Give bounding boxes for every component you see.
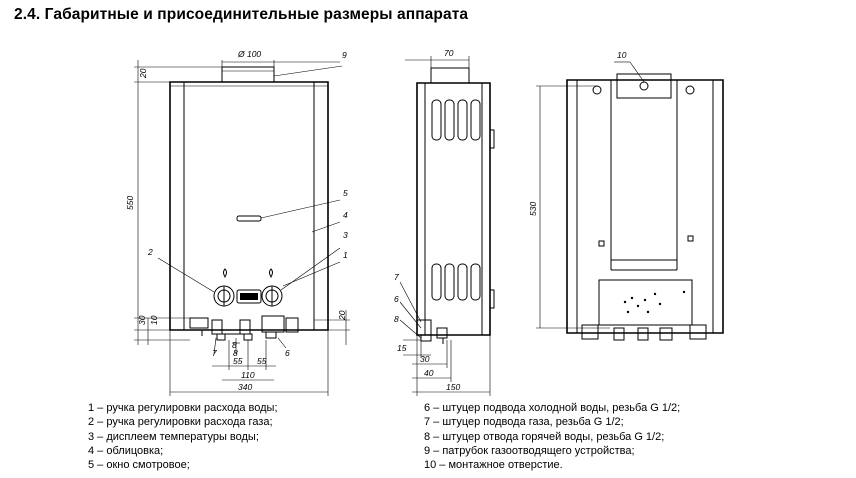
- dim-h30: 30: [137, 315, 147, 325]
- legend-item: 5 – окно смотровое;: [88, 459, 190, 472]
- callout-2: 2: [147, 247, 153, 257]
- legend-item: 8 – штуцер отвода горячей воды, резьба G…: [424, 430, 665, 443]
- callout-1: 1: [343, 250, 348, 260]
- legend-item: 3 – дисплеем температуры воды;: [88, 430, 259, 443]
- callout-6-side: 6: [394, 294, 399, 304]
- legend-item: 2 – ручка регулировки расхода газа;: [88, 416, 273, 429]
- callout-5: 5: [343, 188, 348, 198]
- dim-h10-left: 10: [149, 315, 159, 325]
- callout-3: 3: [343, 230, 348, 240]
- callout-10: 10: [617, 50, 627, 60]
- dim-w150: 150: [446, 382, 460, 392]
- dim-w40: 40: [424, 368, 434, 378]
- technical-drawing: Ø 100 9 20 550 5 4 3 1 2 30 10 20 7 8 6 …: [125, 48, 724, 396]
- side-view: [399, 56, 495, 396]
- dim-w15: 15: [397, 343, 407, 353]
- legend-item: 10 – монтажное отверстие.: [424, 459, 563, 472]
- dim-w110: 110: [241, 370, 255, 380]
- legend-item: 1 – ручка регулировки расхода воды;: [88, 402, 278, 414]
- front-view: [134, 60, 350, 396]
- dim-w30: 30: [420, 354, 430, 364]
- legend-left: 1 – ручка регулировки расхода воды; 2 – …: [88, 401, 278, 472]
- legend-item: 9 – патрубок газоотводящего устройства;: [424, 444, 635, 457]
- legend-item: 6 – штуцер подвода холодной воды, резьба…: [424, 402, 681, 414]
- legend-item: 7 – штуцер подвода газа, резьба G 1/2;: [424, 416, 624, 429]
- page-title: 2.4. Габаритные и присоединительные разм…: [14, 6, 469, 23]
- callout-4: 4: [343, 210, 348, 220]
- callout-8-side: 8: [394, 314, 399, 324]
- dim-w55a: 55: [233, 356, 243, 366]
- legend-right: 6 – штуцер подвода холодной воды, резьба…: [424, 401, 680, 472]
- dim-w8: 8: [232, 340, 237, 350]
- callout-6-front: 6: [285, 348, 290, 358]
- dim-w55b: 55: [257, 356, 267, 366]
- dim-h530: 530: [528, 202, 538, 216]
- dim-h20-right: 20: [337, 310, 347, 321]
- dim-h20-top: 20: [138, 68, 148, 79]
- callout-9: 9: [342, 50, 347, 60]
- dim-h550: 550: [125, 196, 135, 210]
- callout-8-front: 8: [233, 348, 238, 358]
- dim-w70: 70: [444, 48, 454, 58]
- dim-w340: 340: [238, 382, 252, 392]
- callout-7-front: 7: [212, 348, 217, 358]
- back-view: [536, 61, 724, 341]
- callout-7-side: 7: [394, 272, 399, 282]
- dim-d100: Ø 100: [237, 49, 261, 59]
- legend-item: 4 – облицовка;: [88, 444, 164, 457]
